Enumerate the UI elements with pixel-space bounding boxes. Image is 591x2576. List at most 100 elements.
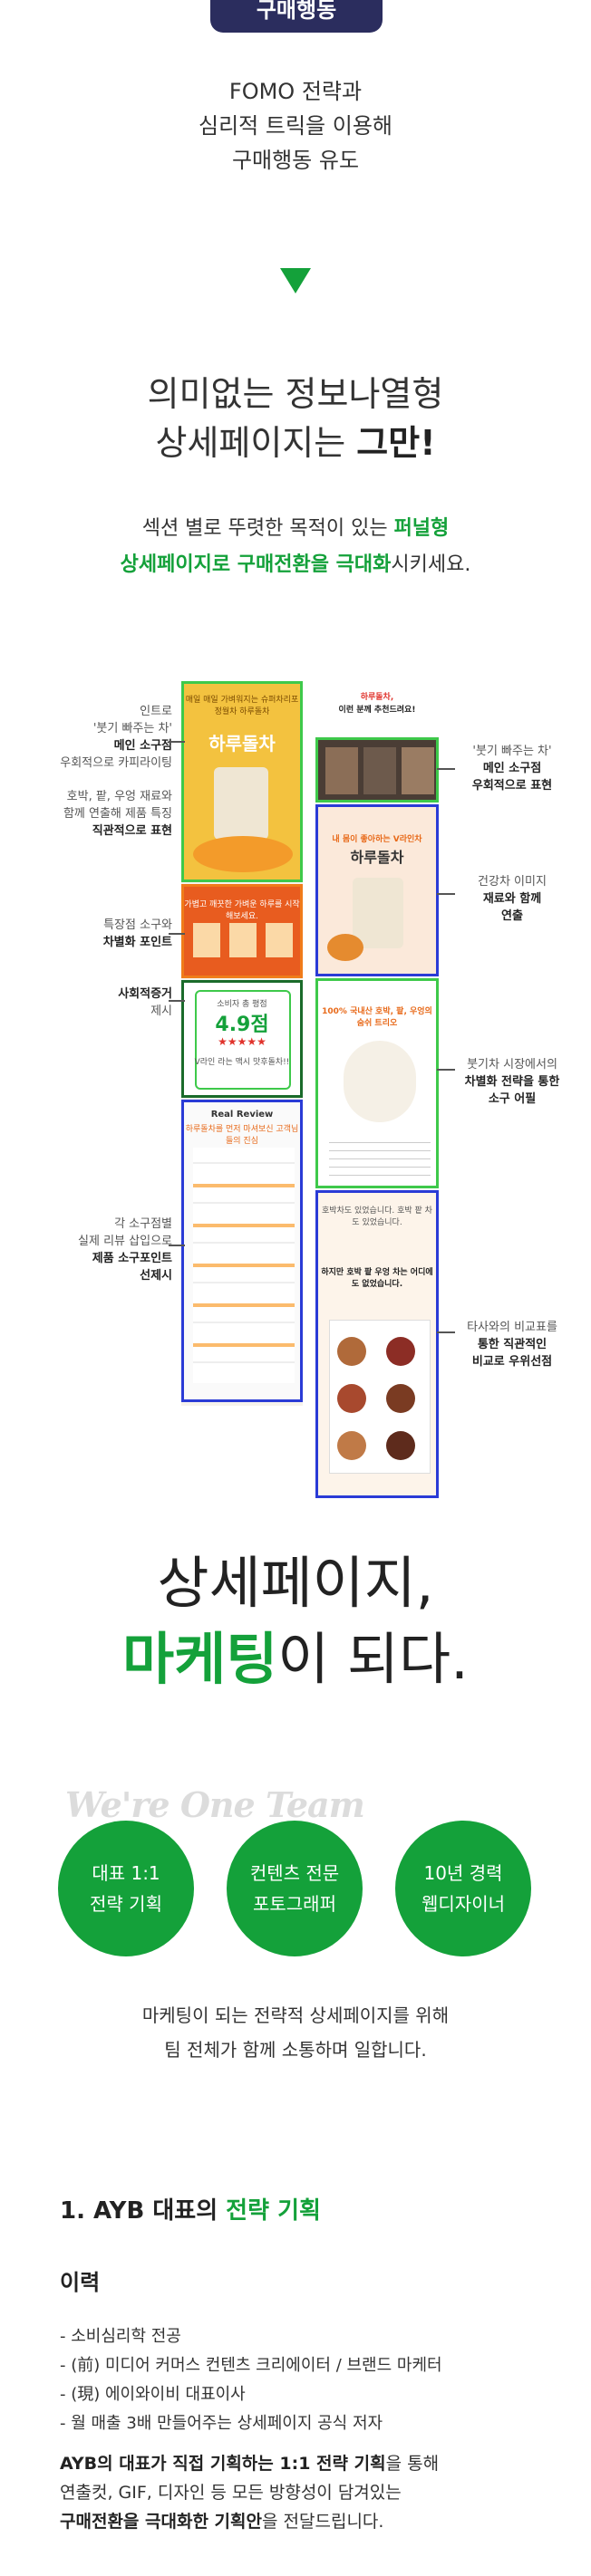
desc-line-3-suffix: 을 전달드립니다.	[262, 2512, 384, 2532]
desc-line-2: 연출컷, GIF, 디자인 등 모든 방향성이 담겨있는	[60, 2483, 402, 2503]
ingredient-4	[386, 1384, 415, 1413]
circle-2-line-2: 포토그래퍼	[252, 1893, 336, 1915]
section-1-title: 1. AYB 대표의 전략 기획	[60, 2192, 321, 2225]
right-panel-recommend-top: 하루돌차,	[360, 693, 394, 702]
ingredient-2	[386, 1337, 415, 1366]
career-list: - 소비심리학 전공 - (前) 미디어 커머스 컨텐츠 크리에이터 / 브랜드…	[60, 2322, 442, 2438]
ra3-l1: 차별화 전략을 통한	[464, 1075, 560, 1089]
ra4-l0: 타사와의 비교표를	[467, 1321, 557, 1334]
left-panel-intro-title: 하루돌차	[208, 733, 276, 755]
product-pouch-image-2	[353, 878, 403, 948]
la4-l1: 제시	[150, 1004, 172, 1018]
right-annotation-3: 붓기차 시장에서의 차별화 전략을 통한 소구 어필	[453, 1056, 571, 1108]
marketing-title-line-2: 마케팅이 되다.	[0, 1621, 591, 1697]
photo-3	[402, 747, 434, 794]
team-desc-line-1: 마케팅이 되는 전략적 상세페이지를 위해	[141, 2004, 450, 2026]
la1-l0: 인트로	[140, 705, 172, 718]
rating-subtext: V라인 라는 맥시 맛후돌차!!	[194, 1058, 290, 1067]
desc-line-3: 구매전환을 극대화한 기획안을 전달드립니다.	[60, 2507, 439, 2536]
team-desc-line-2: 팀 전체가 함께 소통하며 일합니다.	[164, 2039, 427, 2061]
left-panel-intro-top: 매일 매일 가벼워지는 슈퍼차리포 정월차 하루돌차	[185, 696, 299, 716]
headline-line-2-prefix: 상세페이지는	[155, 423, 357, 463]
right-panel-product: 내 몸이 좋아하는 V라인차 하루돌차	[315, 804, 439, 976]
la4-l0: 사회적증거	[118, 987, 172, 1001]
arrow-line-icon	[169, 933, 185, 935]
sub-line-1: 섹션 별로 뚜렷한 목적이 있는 퍼널형	[0, 511, 591, 547]
la1-l2: 메인 소구점	[113, 739, 172, 753]
left-annotation-1: 인트로 '붓기 빠주는 차' 메인 소구점 우회적으로 카피라이팅	[36, 703, 172, 772]
rating-score: 4.9점	[215, 1014, 269, 1036]
intro-line-1: FOMO 전략과	[228, 79, 363, 104]
arrow-line-icon	[169, 1245, 185, 1246]
ra3-l0: 붓기차 시장에서의	[467, 1058, 557, 1072]
list-item: - (前) 미디어 커머스 컨텐츠 크리에이터 / 브랜드 마케터	[60, 2356, 442, 2375]
arrow-line-icon	[437, 1069, 455, 1071]
pumpkin-image	[193, 836, 293, 872]
desc-line-1-bold: AYB의 대표가 직접 기획하는 1:1 전략 기획	[60, 2454, 386, 2474]
arrow-line-icon	[437, 768, 455, 770]
left-panel-features: 가볍고 깨끗한 가벼운 하루를 시작해보세요.	[181, 884, 303, 978]
section-1-title-green: 전략 기획	[226, 2197, 321, 2225]
la5-l1: 실제 리뷰 삽입으로	[78, 1235, 172, 1248]
review-title: Real Review	[210, 1110, 274, 1120]
section-1-title-prefix: 1. AYB 대표의	[60, 2197, 227, 2225]
team-watermark: We're One Team	[65, 1784, 365, 1825]
ra4-l1: 통한 직관적인	[477, 1338, 547, 1351]
arrow-line-icon	[169, 741, 185, 743]
marketing-title-green: 마케팅	[122, 1626, 278, 1692]
intro-line-2: 심리적 트릭을 이용해	[199, 113, 392, 139]
circle-3-line-1: 10년 경력	[423, 1862, 503, 1884]
headline-line-2-strong: 그만!	[356, 423, 436, 463]
sub-line-1-prefix: 섹션 별로 뚜렷한 목적이 있는	[141, 517, 394, 540]
right-panel-differentiation: 100% 국내산 호박, 팥, 우엉의 숨쉬 트리오	[315, 978, 439, 1188]
la2-l1: 함께 연출해 제품 특징	[63, 807, 172, 821]
rating-card	[195, 990, 291, 1090]
ra1-l2: 우회적으로 표현	[471, 779, 553, 793]
left-panel-reviews: Real Review 하루돌차를 먼저 마셔보신 고객님들의 진심	[181, 1100, 303, 1402]
list-item: - 월 매출 3배 만들어주는 상세페이지 공식 저자	[60, 2414, 383, 2433]
la2-l0: 호박, 팥, 우엉 재료와	[66, 790, 172, 803]
intro-line-3: 구매행동 유도	[231, 148, 360, 173]
ra2-l2: 연출	[501, 909, 523, 923]
team-description: 마케팅이 되는 전략적 상세페이지를 위해 팀 전체가 함께 소통하며 일합니다…	[0, 1998, 591, 2067]
marketing-title: 상세페이지, 마케팅이 되다.	[0, 1545, 591, 1697]
review-subtitle: 하루돌차를 먼저 마셔보신 고객님들의 진심	[185, 1125, 299, 1146]
la3-l0: 특장점 소구와	[103, 918, 172, 932]
left-panel-intro: 매일 매일 가벼워지는 슈퍼차리포 정월차 하루돌차 하루돌차	[181, 681, 303, 882]
la3-l1: 차별화 포인트	[102, 936, 172, 949]
down-triangle-icon	[280, 268, 311, 293]
desc-line-1-suffix: 을 통해	[385, 2454, 440, 2474]
product-bowl-image	[344, 1041, 416, 1122]
sub-line-2: 상세페이지로 구매전환을 극대화시키세요.	[0, 547, 591, 583]
right-panel-product-title: 하루돌차	[350, 849, 404, 866]
right-panel-comp-top: 호박차도 있었습니다. 호박 팥 차도 있었습니다.	[322, 1206, 432, 1227]
left-annotation-2: 호박, 팥, 우엉 재료와 함께 연출해 제품 특징 직관적으로 표현	[36, 788, 172, 840]
la1-l1: '붓기 빠주는 차'	[92, 722, 172, 735]
circle-3-line-2: 웹디자이너	[421, 1893, 505, 1915]
product-pouch-image	[214, 767, 268, 840]
subheadline: 섹션 별로 뚜렷한 목적이 있는 퍼널형 상세페이지로 구매전환을 극대화시키세…	[0, 511, 591, 583]
right-annotation-1: '붓기 빠주는 차' 메인 소구점 우회적으로 표현	[453, 743, 571, 794]
ra2-l0: 건강차 이미지	[478, 875, 547, 889]
la1-l3: 우회적으로 카피라이팅	[60, 756, 172, 770]
headline-line-2: 상세페이지는 그만!	[0, 418, 591, 467]
right-panel-comp-mid: 하지만 호박 팥 우엉 차는 어디에도 없었습니다.	[321, 1268, 433, 1289]
left-panel-rating: 소비자 총 평점 4.9점 ★★★★★ V라인 라는 맥시 맛후돌차!!	[181, 980, 303, 1098]
intro-text: FOMO 전략과 심리적 트릭을 이용해 구매행동 유도	[0, 74, 591, 178]
review-list	[193, 1148, 295, 1383]
ingredient-5	[337, 1431, 366, 1460]
right-panel-photo-row	[315, 737, 439, 803]
circle-2-line-1: 컨텐츠 전문	[249, 1862, 340, 1884]
feature-card-3	[266, 923, 293, 957]
sub-line-2-suffix: 시키세요.	[391, 553, 471, 576]
ingredient-1	[337, 1337, 366, 1366]
right-panel-comparison: 호박차도 있었습니다. 호박 팥 차도 있었습니다. 하지만 호박 팥 우엉 차…	[315, 1190, 439, 1498]
section-1-description: AYB의 대표가 직접 기획하는 1:1 전략 기획을 통해 연출컷, GIF,…	[60, 2449, 439, 2536]
feature-card-2	[229, 923, 257, 957]
left-panel-features-text: 가볍고 깨끗한 가벼운 하루를 시작해보세요.	[184, 900, 300, 921]
photo-2	[363, 747, 396, 794]
sub-line-1-green: 퍼널형	[393, 517, 450, 540]
diff-text-block	[329, 1135, 431, 1180]
